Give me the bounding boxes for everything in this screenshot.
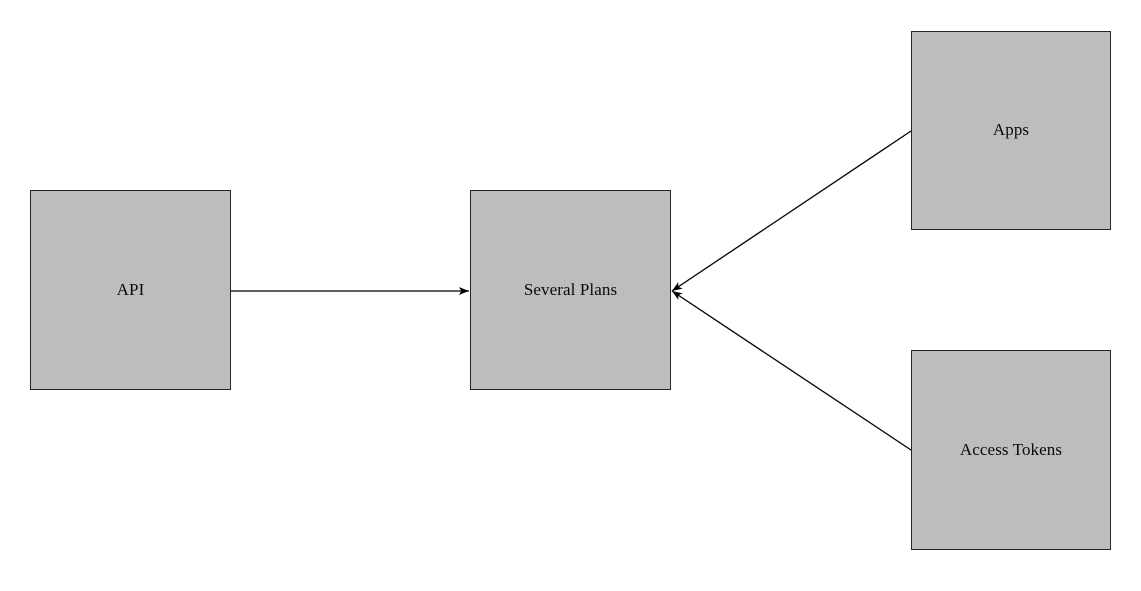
node-several-plans[interactable]: Several Plans (470, 190, 671, 390)
node-apps-label: Apps (992, 120, 1030, 140)
node-apps[interactable]: Apps (911, 31, 1111, 230)
node-access-tokens-label: Access Tokens (959, 439, 1063, 459)
node-api[interactable]: API (30, 190, 231, 390)
node-several-plans-label: Several Plans (523, 279, 618, 299)
edge-access-tokens-to-plans (671, 290, 912, 451)
node-access-tokens[interactable]: Access Tokens (911, 350, 1111, 550)
edge-apps-to-plans (671, 130, 912, 292)
node-api-label: API (116, 279, 145, 299)
